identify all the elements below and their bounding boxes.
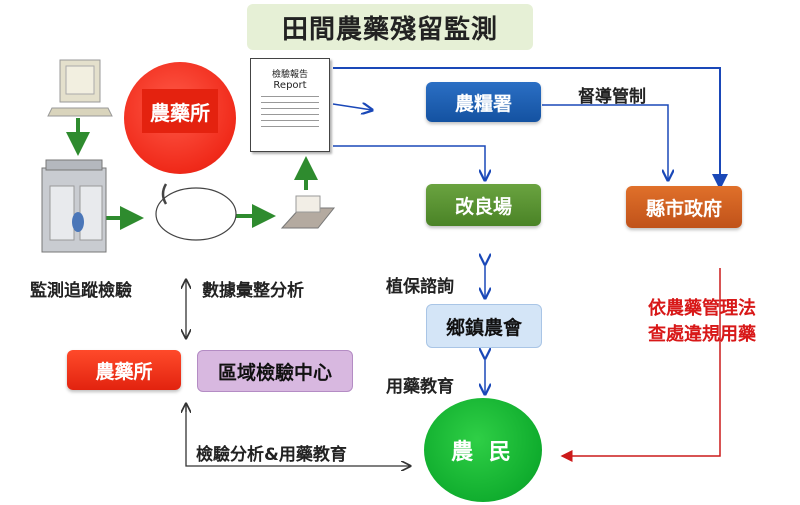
pesticide-education-label: 用藥教育 [386,377,454,397]
enforcement-line-2: 查處違規用藥 [648,324,756,345]
fax-icon [280,195,336,229]
plant-protection-label: 植保諮詢 [386,277,454,297]
enforcement-label: 依農藥管理法 查處違規用藥 [624,296,780,348]
arrow-enforcement [560,268,721,462]
pesticide-institute-bottom-box: 農藥所 [67,350,181,390]
diagram-title: 田間農藥殘留監測 [247,4,533,50]
testing-education-label: 檢驗分析&用藥教育 [196,445,347,465]
data-analysis-label: 數據彙整分析 [202,281,304,301]
farmers-circle: 農 民 [424,398,542,502]
enforcement-line-1: 依農藥管理法 [648,298,756,319]
report-subtitle: Report [273,80,307,91]
township-farmers-association-box: 鄉鎮農會 [426,304,542,348]
arrow-agency-to-county [542,104,668,180]
improvement-station-box: 改良場 [426,184,541,226]
copier-icon [41,159,107,253]
report-document: 檢驗報告 Report [250,58,330,152]
arrow-report-to-agency [332,104,372,110]
phone-icon [155,183,237,241]
regional-testing-center-box: 區域檢驗中心 [197,350,353,392]
arrow-report-to-county [333,67,728,190]
computer-icon [47,59,113,117]
county-government-box: 縣市政府 [626,186,742,228]
arrow-report-to-station [333,145,485,180]
agri-food-agency-box: 農糧署 [426,82,541,122]
supervision-label: 督導管制 [578,87,646,107]
report-title: 檢驗報告 [271,70,308,80]
pesticide-institute-top: 農藥所 [142,89,218,133]
monitoring-label: 監測追蹤檢驗 [30,281,132,301]
arrow-testing-to-farmers [185,406,410,466]
